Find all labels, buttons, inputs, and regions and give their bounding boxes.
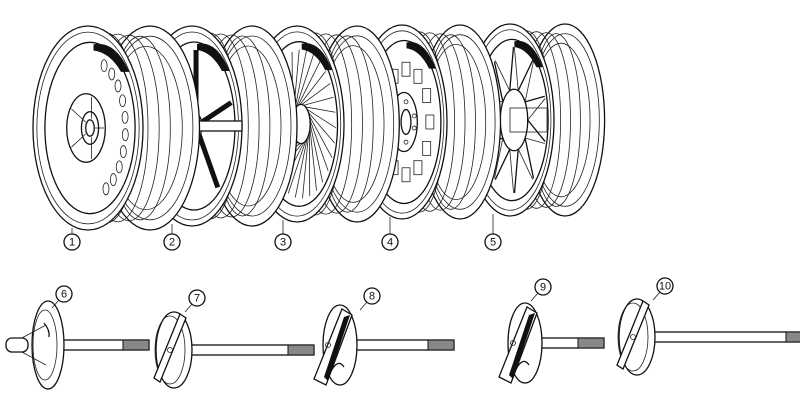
callout-7: 7 (184, 289, 206, 313)
callout-label: 9 (540, 282, 546, 294)
callout-3: 3 (274, 220, 292, 251)
callout-label: 3 (280, 237, 286, 249)
clamp-9: 9 (498, 278, 605, 384)
clamp-6: 6 (5, 285, 150, 390)
callout-label: 8 (369, 291, 375, 303)
callout-5: 5 (484, 214, 502, 251)
callout-10: 10 (652, 277, 674, 301)
callout-9: 9 (530, 278, 552, 302)
callout-label: 7 (194, 293, 200, 305)
callout-label: 6 (61, 289, 67, 301)
clamp-8: 8 (313, 287, 455, 386)
callout-8: 8 (359, 287, 381, 311)
callout-label: 4 (387, 237, 393, 249)
clamp-10: 10 (616, 277, 800, 376)
callout-label: 1 (69, 237, 75, 249)
callout-label: 2 (169, 237, 175, 249)
callout-6: 6 (51, 285, 73, 309)
callout-2: 2 (163, 224, 181, 251)
wheel-1 (32, 25, 201, 231)
callout-label: 10 (659, 281, 671, 293)
callout-label: 5 (490, 237, 496, 249)
clamp-7: 7 (153, 289, 315, 389)
callout-1: 1 (63, 228, 81, 251)
callout-4: 4 (381, 217, 399, 251)
